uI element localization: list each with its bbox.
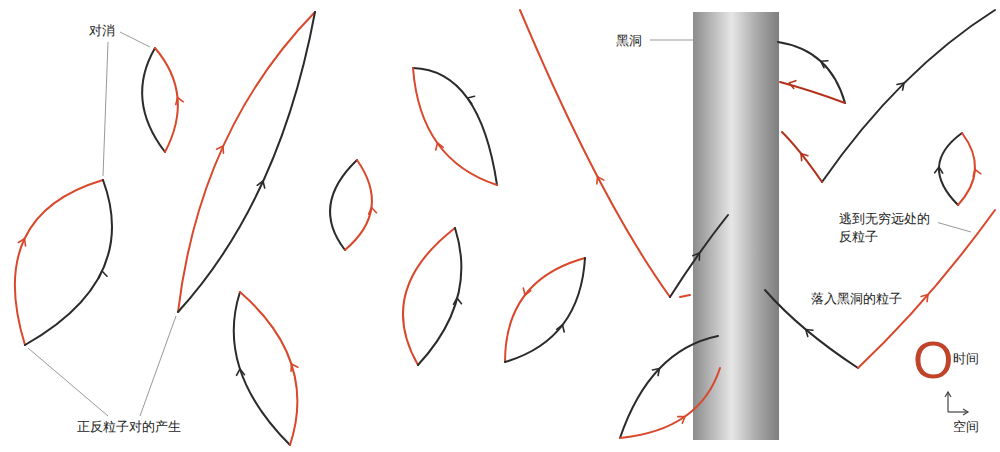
arrowhead [594,175,604,184]
arrowhead [693,251,703,261]
axis-label: 空间 [952,418,980,436]
leader-line [103,42,108,176]
arrowhead [453,298,461,305]
particle-line [778,42,845,103]
particle-line [822,10,995,182]
arrowhead [98,270,107,277]
antiparticle-line [178,12,315,312]
arrowhead [466,94,474,104]
particle-line [670,215,728,297]
leader-line [936,222,971,232]
arrowhead [788,79,796,88]
particle-line [939,133,962,205]
arrowhead [819,58,828,68]
arrowhead [257,180,267,188]
particle-line [178,12,315,312]
antiparticle-line [413,68,497,185]
arrowhead [557,324,567,332]
particle-line [142,48,165,152]
axis-line [948,411,968,412]
antiparticle-line [15,180,103,345]
arrowhead [368,207,377,214]
axis-line [947,392,948,412]
callout-label: 对消 [88,22,116,40]
antiparticle-line [780,82,845,103]
antiparticle-line [155,48,178,152]
particle-line [418,228,461,365]
arrowhead [434,142,444,150]
particle-line [330,160,357,250]
antiparticle-line [240,292,297,445]
arrowheads [18,58,980,423]
leader-line [140,316,176,416]
arrowhead [521,288,531,296]
leader-lines [28,32,971,416]
callout-label: 逃到无穷远处的 反粒子 [838,210,938,245]
antiparticle-line [403,228,455,365]
logo-letter: O [912,334,954,386]
arrowhead [288,362,298,371]
leader-line [650,40,693,41]
antiparticle-line [620,368,720,438]
particle-lines [15,10,995,445]
arrowhead [921,292,931,302]
arrowhead [678,413,688,423]
leader-line [28,348,108,416]
arrowhead [971,168,981,176]
arrowhead [236,369,244,376]
black-hole-band [693,12,779,440]
callout-label: 正反粒子对的产生 [76,418,182,436]
antiparticle-line [520,10,670,297]
leader-line [120,32,150,47]
antiparticle-line [782,132,822,182]
particle-line [25,180,112,345]
particle-line [620,336,718,438]
axis-arrowhead [963,409,968,415]
axis-arrowhead [945,392,951,397]
arrowhead [18,237,28,246]
callout-label: 黑洞 [615,32,643,50]
axis-symbol [945,392,968,415]
arrowhead [798,151,808,161]
arrowhead [897,80,907,90]
antiparticle-line [505,258,585,362]
antiparticle-line [345,160,372,250]
axis-label: 时间 [952,350,980,368]
callout-label: 落入黑洞的粒子 [810,290,903,308]
antiparticle-line [680,295,690,297]
particle-line [505,258,585,362]
arrowhead [935,167,943,173]
arrowhead [174,96,184,104]
arrowhead [217,144,227,153]
particle-line [413,68,497,185]
arrowhead [803,326,813,336]
arrowhead [652,366,662,376]
antiparticle-line [958,133,975,205]
